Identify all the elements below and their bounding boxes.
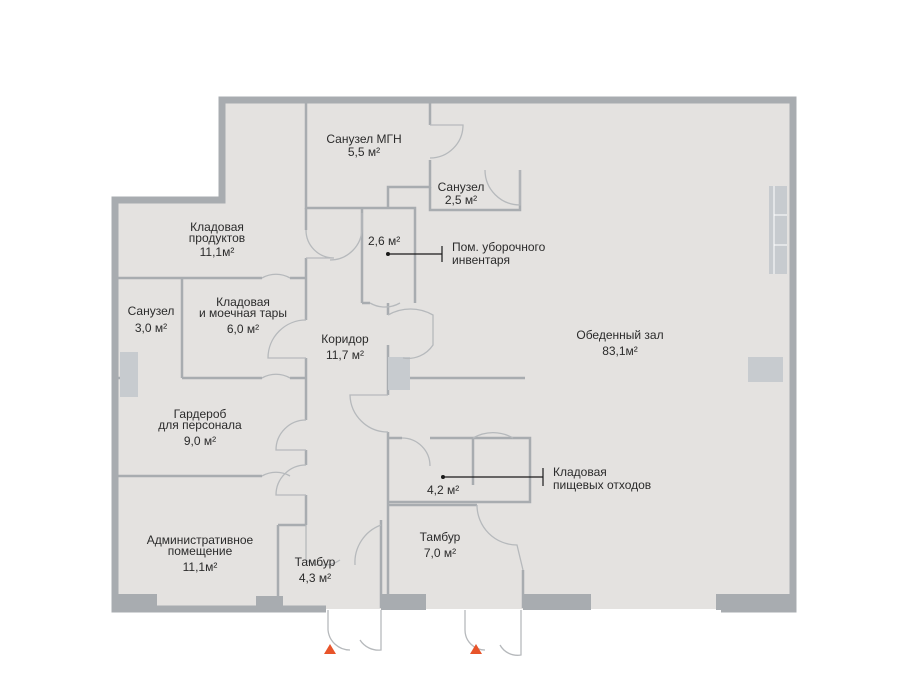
- front-wall-segments: [115, 594, 796, 610]
- callout-pom-uborochnogo: Пом. уборочного инвентаря: [452, 241, 545, 267]
- room-area: 11,1м²: [182, 560, 218, 574]
- room-garderob: Гардероб для персонала 9,0 м²: [140, 407, 260, 448]
- callout-line2: пищевых отходов: [553, 478, 652, 492]
- room-name-line1: Кладовая: [216, 295, 270, 309]
- room-name-line1: Административное: [146, 533, 254, 547]
- room-kladovaya-produktov: Кладовая продуктов 11,1м²: [167, 220, 267, 259]
- room-area: 7,0 м²: [423, 546, 457, 560]
- room-tambur-right: Тамбур 7,0 м²: [405, 531, 475, 560]
- door-swings: [261, 124, 524, 656]
- room-area: 9,0 м²: [183, 434, 217, 448]
- room-area: 4,3 м²: [298, 571, 332, 585]
- room-name-line2: продуктов: [188, 231, 246, 245]
- room-area: 6,0 м²: [226, 322, 260, 336]
- room-area: 83,1м²: [602, 344, 638, 358]
- room-sanuzel-mgn: Санузел МГН 5,5 м²: [314, 133, 414, 159]
- room-kladovaya-tary: Кладовая и моечная тары 6,0 м²: [183, 295, 303, 336]
- room-name-line1: Кладовая: [190, 220, 244, 234]
- room-name: Тамбур: [294, 555, 336, 569]
- room-area: 11,1м²: [199, 245, 235, 259]
- room-kladovaya-otkhodov-area: 4,2 м²: [427, 483, 460, 497]
- room-sanuzel-staff: Санузел 3,0 м²: [118, 305, 184, 335]
- entrance-arrow: [470, 644, 482, 654]
- callout-kladovaya-otkhodov: Кладовая пищевых отходов: [553, 466, 651, 492]
- callout-line1: Пом. уборочного: [452, 240, 546, 254]
- room-area: 11,7 м²: [325, 348, 365, 362]
- room-pom-uborochnogo-area: 2,6 м²: [368, 234, 401, 248]
- window-lines: [773, 186, 787, 274]
- room-area: 2,5 м²: [444, 193, 478, 207]
- leader-lines: [388, 246, 544, 486]
- room-name-line1: Гардероб: [173, 407, 227, 421]
- room-name: Санузел МГН: [326, 132, 402, 146]
- room-sanuzel-small: Санузел 2,5 м²: [425, 181, 497, 207]
- callout-line2: инвентаря: [452, 253, 510, 267]
- entrance-arrow: [324, 644, 336, 654]
- room-area: 5,5 м²: [347, 145, 381, 159]
- room-obedenny-zal: Обеденный зал 83,1м²: [570, 329, 670, 358]
- room-admin: Административное помещение 11,1м²: [130, 533, 270, 574]
- room-name: Тамбур: [419, 530, 461, 544]
- room-koridor: Коридор 11,7 м²: [300, 333, 390, 362]
- room-area: 3,0 м²: [134, 321, 168, 335]
- room-name-line2: и моечная тары: [199, 306, 287, 320]
- room-tambur-left: Тамбур 4,3 м²: [280, 556, 350, 585]
- room-name: Коридор: [321, 332, 369, 346]
- leader-dot-waste: [441, 475, 445, 479]
- interior-partitions: [118, 103, 532, 608]
- callout-line1: Кладовая: [553, 465, 607, 479]
- exterior-walls: [111, 96, 797, 613]
- room-name: Обеденный зал: [576, 328, 664, 342]
- leader-dot-storage: [386, 252, 390, 256]
- room-name: Санузел: [437, 180, 485, 194]
- room-name-line2: для персонала: [158, 418, 242, 432]
- floor-area: [115, 100, 793, 609]
- room-name-line2: помещение: [167, 544, 233, 558]
- room-name: Санузел: [127, 304, 175, 318]
